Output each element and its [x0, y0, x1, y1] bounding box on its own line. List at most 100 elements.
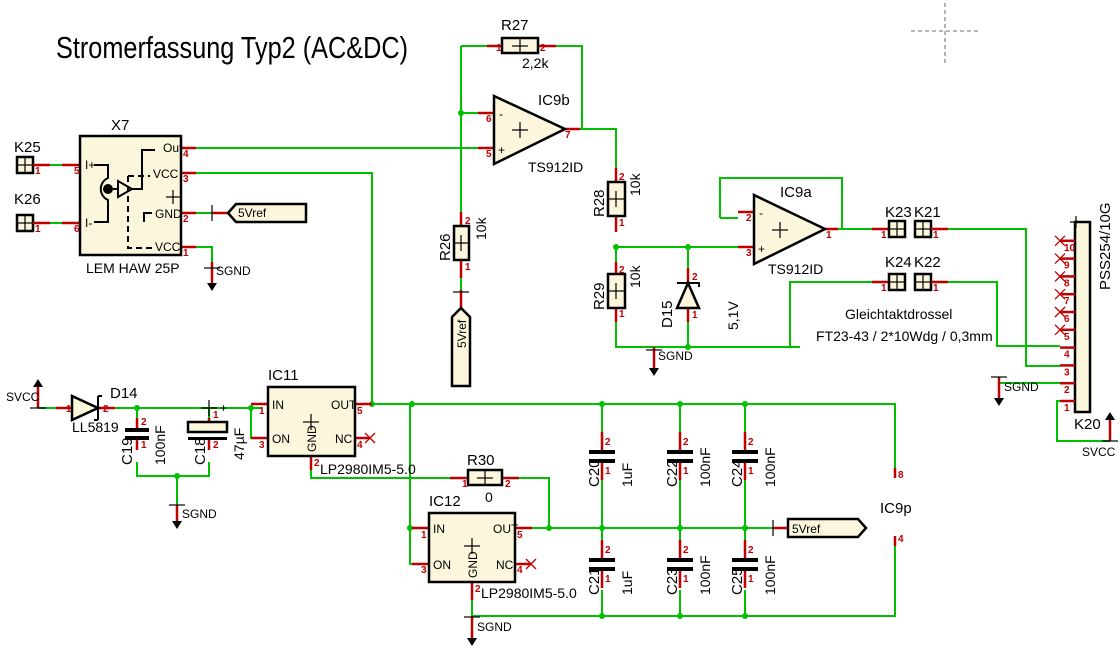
k24-ref: K24	[885, 254, 912, 271]
ic9p-pin8: 8	[898, 470, 904, 481]
svg-text:+: +	[220, 401, 227, 415]
sgnd-label: SGND	[477, 620, 512, 634]
opamp-ic9b[interactable]: IC9b -+ 6 5 7 TS912ID	[478, 92, 583, 175]
svg-text:1: 1	[496, 43, 502, 54]
choke-spec: FT23-43 / 2*10Wdg / 0,3mm	[816, 328, 993, 344]
svg-text:1: 1	[683, 466, 689, 477]
k23-ref: K23	[885, 204, 912, 221]
svg-text:2: 2	[1064, 385, 1070, 396]
opamp-ic9a[interactable]: IC9a -+ 2 3 1 TS912ID	[738, 184, 838, 277]
k20-pin-1: 1	[1060, 399, 1075, 414]
svg-text:1: 1	[619, 309, 625, 320]
net-flag-5vref-output[interactable]: 5Vref	[772, 517, 868, 539]
k20-pin-2: 2	[1060, 381, 1075, 396]
ic11-in-label: IN	[272, 398, 284, 412]
ic9a-pin3: 3	[746, 248, 752, 259]
svg-text:2: 2	[103, 404, 109, 415]
c25-value: 100nF	[762, 555, 778, 595]
resistor-r26[interactable]: 21 R26 10k	[437, 212, 489, 278]
r29-ref: R29	[591, 282, 608, 310]
svg-text:4: 4	[1064, 350, 1070, 361]
sgnd-symbol-r29: SGND	[646, 347, 693, 376]
svg-text:1: 1	[619, 218, 625, 229]
connector-k26[interactable]: K26 1	[14, 191, 50, 235]
opamp-power-ic9p[interactable]: 8 4 IC9p	[880, 468, 912, 546]
svg-text:1: 1	[213, 410, 219, 421]
connector-k21[interactable]: K21 1	[913, 204, 948, 241]
connector-k22[interactable]: K22 1	[913, 254, 948, 294]
svcc-label: SVCC	[6, 390, 40, 404]
capacitor-c19[interactable]: 21 C19 100nF	[119, 417, 168, 465]
c25-ref: C25	[729, 567, 746, 595]
k20-ref: K20	[1074, 416, 1101, 433]
regulator-ic12[interactable]: IC12 IN ON OUT NC GND 1 3 5 4 2 LP2980IM…	[412, 493, 577, 601]
svg-text:-: -	[499, 107, 503, 121]
svg-text:2: 2	[505, 479, 511, 490]
ic9a-ref: IC9a	[780, 184, 812, 201]
x7-ref-label: X7	[111, 117, 129, 134]
net-flag-5vref-x7[interactable]: 5Vref	[211, 202, 308, 224]
origin-marker	[911, 3, 981, 66]
svg-text:+: +	[758, 242, 765, 256]
connector-k24[interactable]: K24 1	[872, 254, 912, 294]
c22-value: 100nF	[697, 447, 713, 487]
c23-ref: C23	[664, 567, 681, 595]
regulator-ic11[interactable]: IC11 IN ON OUT NC GND 1 3 5 4 2 LP2980IM…	[251, 367, 416, 477]
zener-diode-d15[interactable]: 21 D15 5,1V	[659, 268, 741, 330]
k22-pin: 1	[933, 283, 939, 294]
x7-pin2: 2	[183, 214, 189, 225]
ic11-ref: IC11	[268, 367, 299, 384]
x7-value-label: LEM HAW 25P	[86, 260, 180, 276]
connector-k23[interactable]: K23 1	[872, 204, 912, 241]
sgnd-symbol-input: SGND	[169, 504, 217, 529]
k20-pin-10: 10	[1054, 235, 1076, 254]
svg-text:1: 1	[141, 440, 147, 451]
r28-ref: R28	[591, 189, 608, 217]
c20-value: 1uF	[619, 463, 635, 487]
ic12-value: LP2980IM5-5.0	[481, 585, 577, 601]
c21-ref: C21	[586, 567, 603, 595]
k20-pin-9: 9	[1054, 253, 1075, 272]
k20-pin-6: 6	[1054, 306, 1075, 325]
c21-value: 1uF	[619, 571, 635, 595]
connector-k25[interactable]: K25 1	[14, 139, 50, 177]
svg-text:2: 2	[692, 272, 698, 283]
ic12-pin2: 2	[475, 584, 481, 595]
r28-value: 10k	[627, 172, 643, 196]
x7-vcc1-label: VCC	[155, 240, 181, 254]
5vref-label: 5Vref	[238, 206, 267, 220]
5vref-label: 5Vref	[792, 522, 821, 536]
svg-text:1: 1	[683, 574, 689, 585]
ic11-pin3: 3	[259, 440, 265, 451]
resistor-r28[interactable]: 2 1 R28 10k	[591, 168, 643, 232]
component-x7[interactable]: X7 5 6 4 3 2 1 I+ I- Out VCC GND VCC LEM…	[62, 117, 196, 276]
svg-text:1: 1	[748, 466, 754, 477]
svg-text:5: 5	[1064, 332, 1070, 343]
capacitor-c18[interactable]: 12 + C18 47µF	[186, 400, 247, 465]
x7-pin4: 4	[183, 149, 189, 160]
r30-ref: R30	[467, 452, 495, 469]
resistor-r29[interactable]: 21 R29 10k	[591, 262, 643, 322]
r26-ref: R26	[437, 233, 454, 261]
svcc-label: SVCC	[1082, 445, 1116, 459]
svg-text:1: 1	[748, 574, 754, 585]
r29-value: 10k	[627, 264, 643, 288]
svg-text:2: 2	[619, 172, 625, 183]
ic12-on-label: ON	[433, 558, 451, 572]
net-flag-5vref-r26[interactable]: 5Vref	[450, 290, 472, 388]
svg-text:2: 2	[540, 43, 546, 54]
svcc-symbol-input: SVCC	[6, 379, 46, 409]
svg-text:8: 8	[1064, 278, 1070, 289]
ic11-pin4: 4	[357, 440, 363, 451]
choke-note: Gleichtaktdrossel FT23-43 / 2*10Wdg / 0,…	[816, 306, 993, 344]
